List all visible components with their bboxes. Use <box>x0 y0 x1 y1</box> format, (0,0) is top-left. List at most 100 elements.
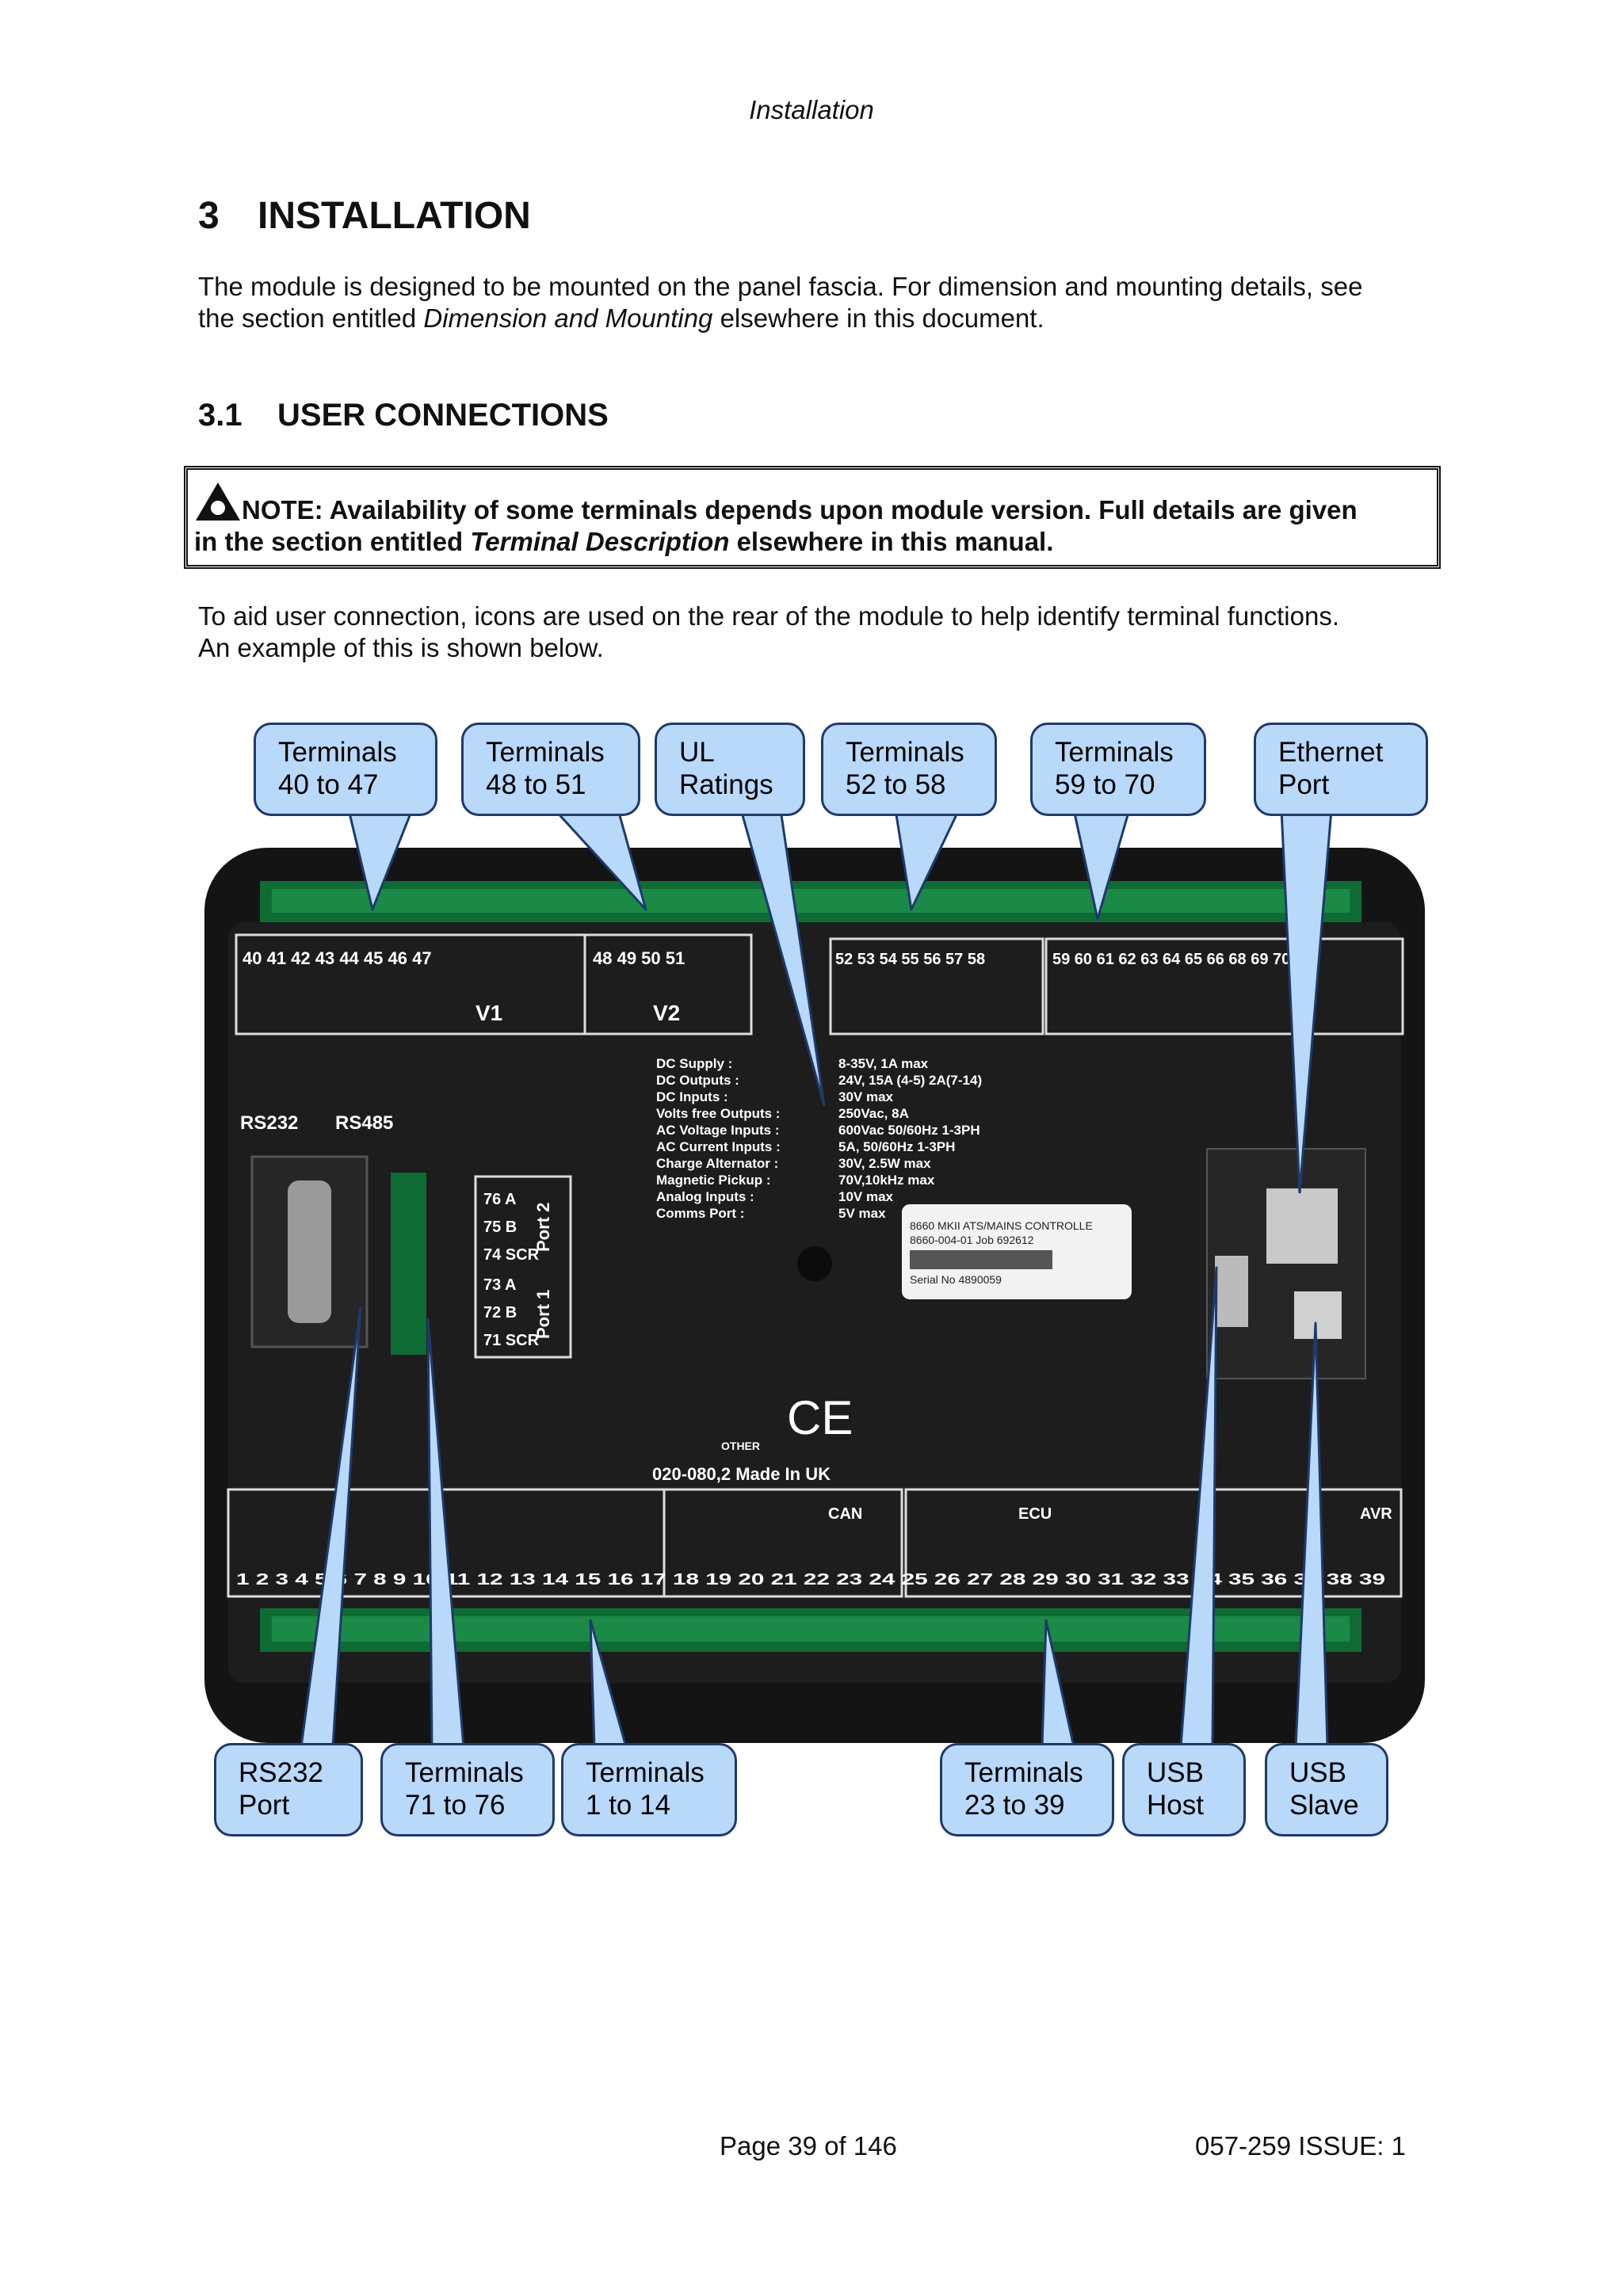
top-terminals-48-51: 48 49 50 51 <box>593 948 685 968</box>
rating-label: Comms Port : <box>656 1206 744 1221</box>
module-rear-photo: 40 41 42 43 44 45 46 47 V1 48 49 50 51 V… <box>197 816 1433 1759</box>
sticker-barcode <box>910 1250 1052 1269</box>
rating-label: Volts free Outputs : <box>656 1106 780 1121</box>
subsection-title: USER CONNECTIONS <box>277 398 609 433</box>
section-heading: 3 INSTALLATION <box>198 194 531 238</box>
terminal-block-48-51 <box>583 933 753 1035</box>
rating-value: 600Vac 50/60Hz 1-3PH <box>838 1123 980 1138</box>
rating-label: AC Voltage Inputs : <box>656 1123 780 1138</box>
v1-label: V1 <box>475 1001 502 1025</box>
rating-label: Charge Alternator : <box>656 1156 778 1171</box>
center-screw <box>797 1246 832 1281</box>
pointer-usbh <box>1179 1266 1218 1749</box>
note-text: NOTE: Availability of some terminals dep… <box>194 481 1430 558</box>
top-connector-pins <box>272 889 1350 913</box>
pointer-t71 <box>426 1318 465 1749</box>
body-line-1: To aid user connection, icons are used o… <box>198 601 1340 631</box>
port-terminal: 75 B <box>483 1219 517 1236</box>
footer-document-id: 057-259 ISSUE: 1 <box>1195 2131 1406 2161</box>
rear-panel <box>228 922 1401 1683</box>
sticker-serial: Serial No 4890059 <box>910 1273 1002 1286</box>
note-box: NOTE: Availability of some terminals dep… <box>184 466 1441 569</box>
rating-label: DC Supply : <box>656 1056 732 1071</box>
rs232-label: RS232 <box>240 1112 298 1134</box>
intro-line-1: The module is designed to be mounted on … <box>198 272 1363 301</box>
rating-label: DC Inputs : <box>656 1089 728 1104</box>
usb-slave-port <box>1294 1291 1342 1339</box>
top-terminals-59-70: 59 60 61 62 63 64 65 66 68 69 70 <box>1052 951 1290 968</box>
ecu-label: ECU <box>1018 1505 1052 1523</box>
rs232-db9 <box>288 1180 331 1323</box>
body-line-2: An example of this is shown below. <box>198 633 604 662</box>
port-terminals: 76 A 75 B 74 SCR 73 A 72 B 71 SCR <box>483 1191 540 1349</box>
top-terminals-52-58: 52 53 54 55 56 57 58 <box>835 951 985 968</box>
note-line-1: NOTE: Availability of some terminals dep… <box>194 481 1430 526</box>
rating-label: DC Outputs : <box>656 1073 739 1088</box>
part-number: 020-080,2 Made In UK <box>652 1464 831 1484</box>
port-terminal: 76 A <box>483 1191 517 1208</box>
pointer-t1 <box>589 1619 628 1749</box>
section-number: 3 <box>198 195 220 237</box>
warning-triangle-icon <box>196 482 240 521</box>
port-terminal: 71 SCR <box>483 1332 540 1349</box>
rating-value: 250Vac, 8A <box>838 1106 909 1121</box>
intro-paragraph: The module is designed to be mounted on … <box>198 271 1434 334</box>
terminal-block-59-70 <box>1044 937 1404 1035</box>
port-terminal: 72 B <box>483 1304 517 1322</box>
bottom-terminal-block-2 <box>663 1488 903 1598</box>
subsection-number: 3.1 <box>198 398 242 433</box>
port-terminal: 73 A <box>483 1276 517 1294</box>
pointer-usbs <box>1294 1322 1329 1749</box>
bottom-terminal-block-3 <box>904 1488 1403 1598</box>
ethernet-port <box>1266 1188 1338 1264</box>
top-terminals-40-47: 40 41 42 43 44 45 46 47 <box>242 948 432 968</box>
rating-value: 30V max <box>838 1089 894 1104</box>
recycle-other: OTHER <box>721 1440 760 1452</box>
rating-value: 30V, 2.5W max <box>838 1156 931 1171</box>
ce-mark: CE <box>787 1391 853 1444</box>
bottom-terminals: 1 2 3 4 5 6 7 8 9 10 11 12 13 14 15 16 1… <box>236 1571 1385 1589</box>
pointer-ul <box>739 808 826 1107</box>
pointer-t40 <box>347 808 414 911</box>
port-2-label: Port 2 <box>533 1203 553 1252</box>
sticker-line-2: 8660-004-01 Job 692612 <box>910 1234 1034 1246</box>
rs485-label: RS485 <box>335 1112 393 1134</box>
rating-value: 70V,10kHz max <box>838 1173 935 1188</box>
rating-value: 5A, 50/60Hz 1-3PH <box>838 1139 955 1154</box>
terminal-block-52-58 <box>829 937 1044 1035</box>
avr-label: AVR <box>1360 1505 1392 1523</box>
dimension-mounting-ref: Dimension and Mounting <box>423 303 713 333</box>
usb-host-port <box>1215 1256 1248 1327</box>
pointer-t23 <box>1041 1619 1075 1749</box>
note-line-2: in the section entitled Terminal Descrip… <box>194 527 1054 556</box>
pointer-t52 <box>894 808 960 911</box>
section-title: INSTALLATION <box>258 195 531 237</box>
rs485-connector <box>391 1173 426 1355</box>
v2-label: V2 <box>653 1001 680 1025</box>
rating-label: Analog Inputs : <box>656 1189 754 1204</box>
port-block <box>474 1175 572 1359</box>
pointer-t48 <box>553 808 647 911</box>
pointer-rs232 <box>300 1306 362 1749</box>
pointer-t59 <box>1072 808 1131 921</box>
rating-value: 10V max <box>838 1189 894 1204</box>
sticker-line-1: 8660 MKII ATS/MAINS CONTROLLE <box>910 1219 1093 1232</box>
port-1-label: Port 1 <box>533 1290 553 1339</box>
intro-line-2: the section entitled Dimension and Mount… <box>198 303 1044 333</box>
rating-label: AC Current Inputs : <box>656 1139 781 1154</box>
ul-ratings-table: DC Supply :8-35V, 1A max DC Outputs :24V… <box>656 1056 982 1221</box>
pointer-eth <box>1280 808 1333 1194</box>
